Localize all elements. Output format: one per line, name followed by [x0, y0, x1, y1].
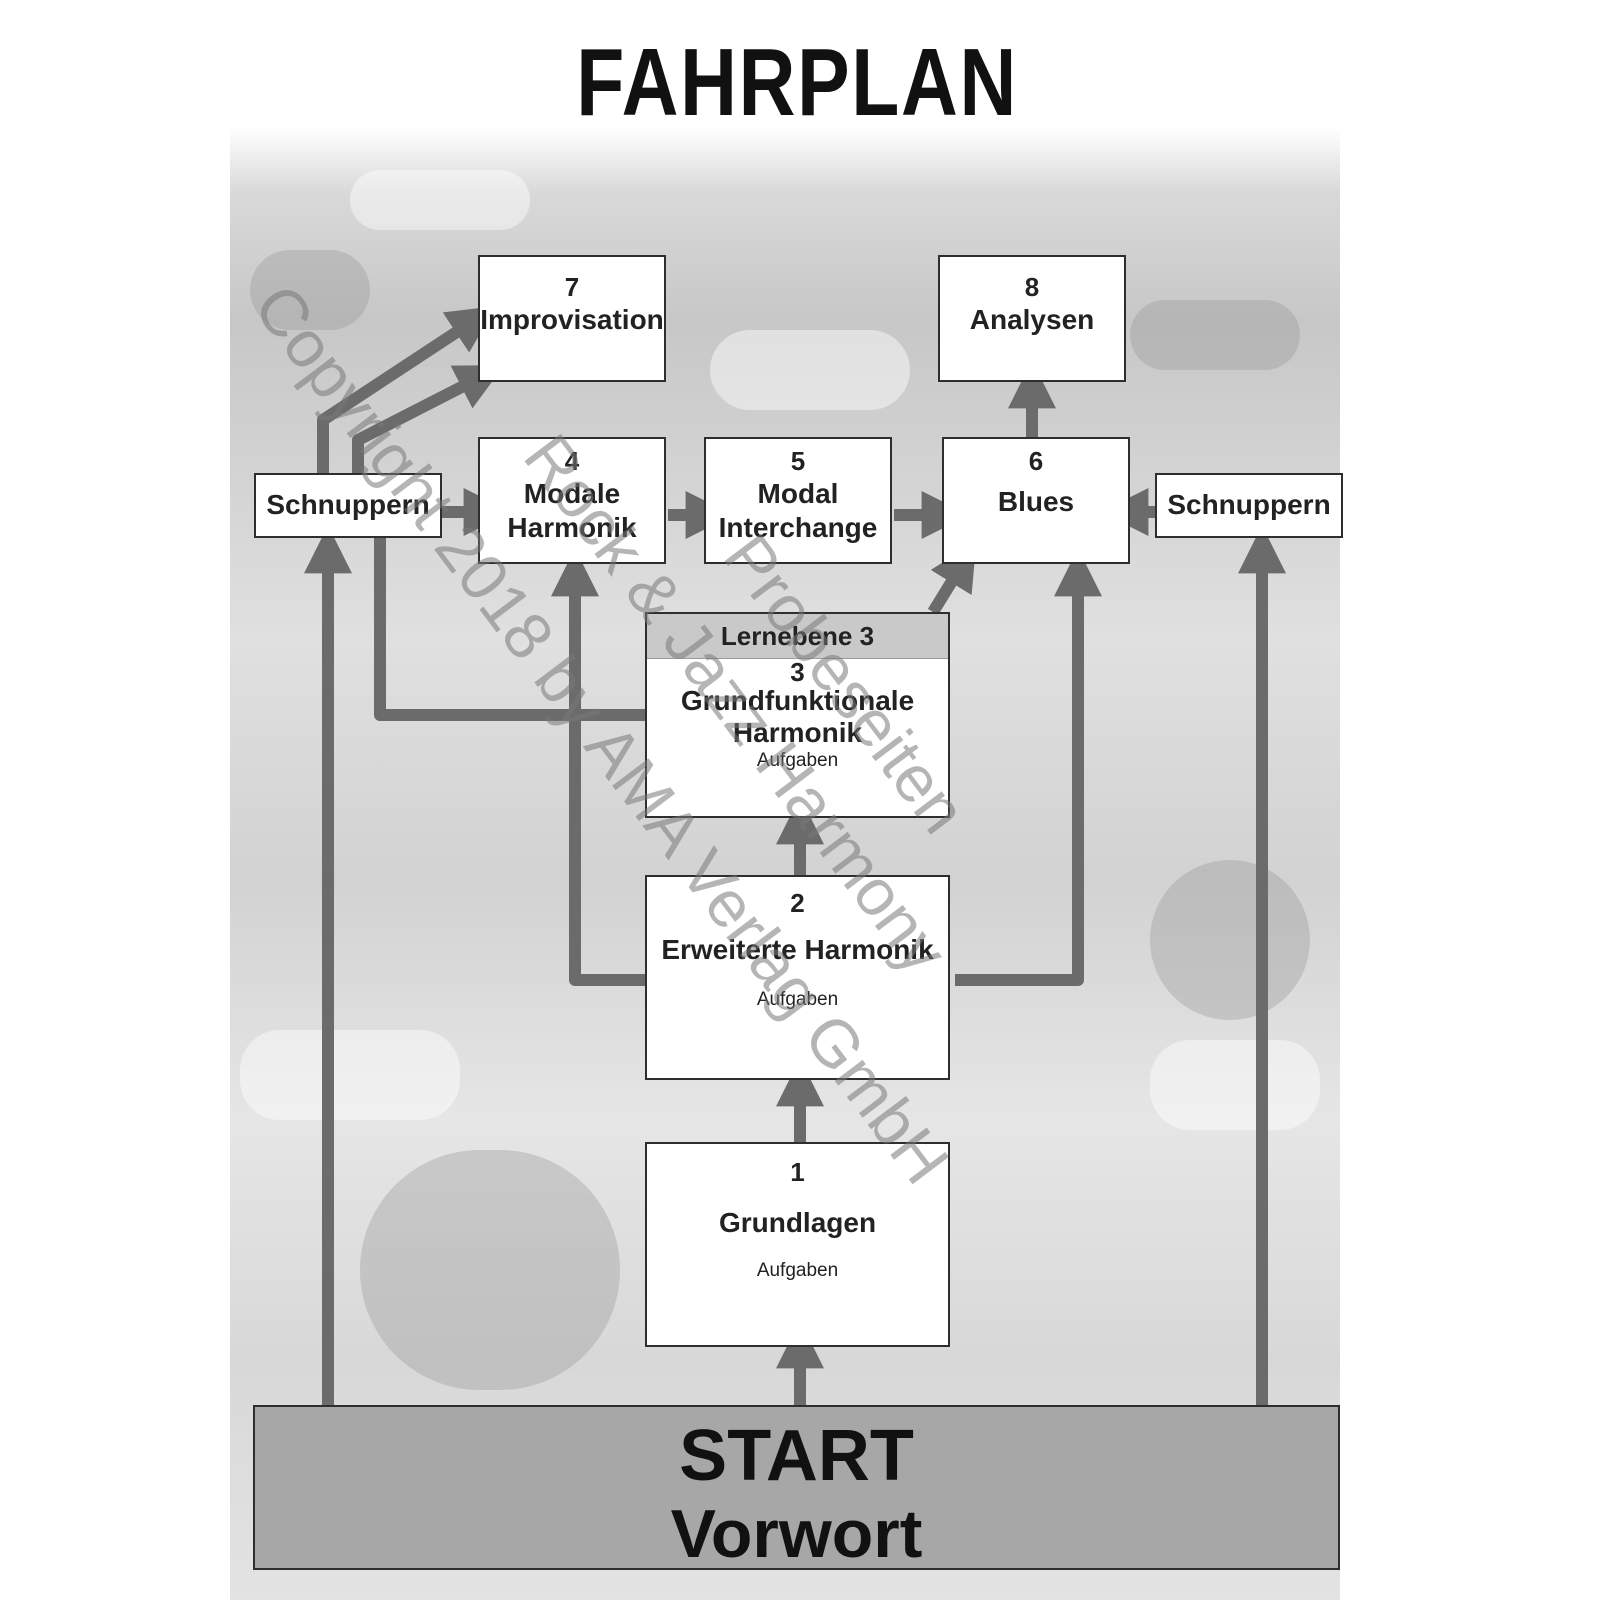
box-subtitle: Aufgaben [756, 989, 839, 1010]
box-label: Analysen [969, 304, 1095, 335]
background-note-shape [360, 1150, 620, 1390]
start-label: START [679, 1416, 914, 1496]
start-sublabel: Vorwort [670, 1496, 923, 1572]
box-grundlagen: 1 Grundlagen Aufgaben [645, 1142, 950, 1347]
box-analysen: 8 Analysen [938, 255, 1126, 382]
arrow-erweiterte-to-modale [551, 548, 645, 986]
box-label: Interchange [718, 512, 878, 543]
arrow-schnuppern-to-improvisation [317, 306, 497, 475]
box-erweiterte-harmonik: 2 Erweiterte Harmonik Aufgaben [645, 875, 950, 1080]
background-note-shape [350, 170, 530, 230]
box-label: Harmonik [732, 717, 863, 748]
page-title: FAHRPLAN [576, 29, 1018, 136]
box-label: Improvisation [480, 304, 664, 335]
box-number: 1 [790, 1157, 805, 1187]
start-box: START Vorwort [253, 1405, 1340, 1572]
background-note-shape [240, 1030, 460, 1120]
box-modale-harmonik: 4 Modale Harmonik [478, 437, 666, 564]
box-label: Grundlagen [718, 1207, 877, 1238]
connector-grundfunktionale-to-schnuppern [374, 538, 645, 721]
box-blues: 6 Blues [942, 437, 1130, 564]
background-note-shape [1150, 1040, 1320, 1130]
box-schnuppern-left: Schnuppern [254, 473, 442, 538]
box-number: 5 [790, 446, 806, 476]
box-number: 3 [790, 657, 805, 687]
background-note-shape [1150, 860, 1310, 1020]
arrow-grundfunktionale-to-blues [927, 541, 977, 616]
box-schnuppern-right: Schnuppern [1155, 473, 1343, 538]
box-label: Blues [997, 486, 1075, 517]
box-number: 6 [1028, 446, 1044, 476]
box-number: 2 [790, 888, 805, 918]
background-note-shape [710, 330, 910, 410]
box-label: Modale [523, 478, 621, 509]
box-number: 8 [1024, 272, 1040, 302]
box-improvisation: 7 Improvisation [478, 255, 666, 382]
background-note-shape [250, 250, 370, 330]
box-label: Erweiterte Harmonik [661, 934, 934, 965]
box-label: Grundfunktionale [680, 685, 915, 716]
arrow-erweiterte-to-blues [955, 548, 1102, 986]
box-grundfunktionale-harmonik: Lernebene 3 3 Grundfunktionale Harmonik … [645, 612, 950, 818]
box-number: 7 [564, 272, 580, 302]
box-number: 4 [564, 446, 580, 476]
box-subtitle: Aufgaben [756, 750, 839, 771]
box-label: Harmonik [507, 512, 637, 543]
box-subtitle: Aufgaben [756, 1260, 839, 1281]
level-header: Lernebene 3 [647, 614, 948, 659]
arrow-schnuppern-to-improvisation-second [352, 365, 505, 475]
box-modal-interchange: 5 Modal Interchange [704, 437, 892, 564]
background-note-shape [1130, 300, 1300, 370]
box-label: Modal [757, 478, 839, 509]
